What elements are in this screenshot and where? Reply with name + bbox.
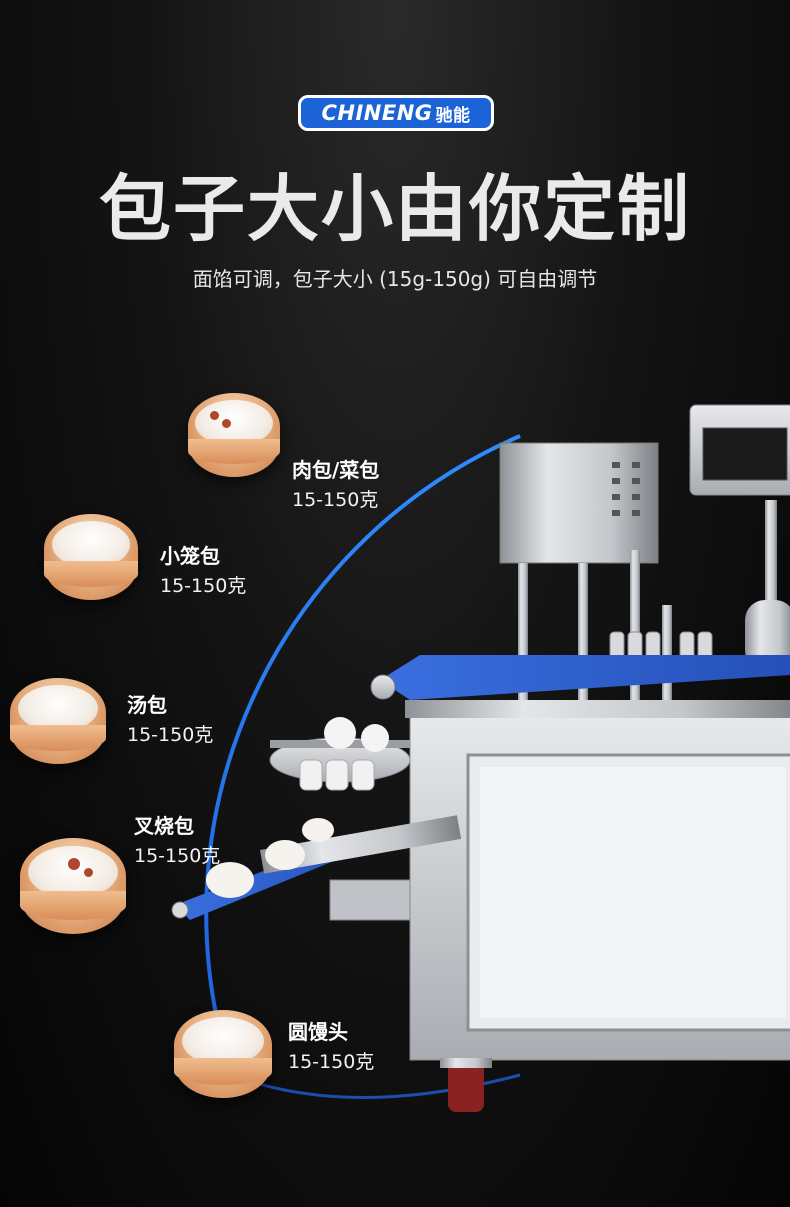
product-name: 叉烧包 xyxy=(134,814,194,838)
product-item-char-siu-bun: 叉烧包 15-150克 xyxy=(134,810,220,868)
meat-vegetable-bun-steamer-icon xyxy=(188,393,280,477)
product-weight: 15-150克 xyxy=(292,489,379,511)
product-item-round-mantou: 圆馒头 15-150克 xyxy=(288,1016,374,1074)
brand-logo-latin: CHINENG xyxy=(321,101,433,125)
page-title: 包子大小由你定制 xyxy=(98,167,691,251)
xiaolongbao-steamer-icon xyxy=(44,514,138,600)
product-item-xiaolongbao: 小笼包 15-150克 xyxy=(160,540,246,598)
product-item-meat-vegetable-bun: 肉包/菜包 15-150克 xyxy=(292,454,379,512)
brand-logo-cn: 驰能 xyxy=(435,105,471,126)
product-weight: 15-150克 xyxy=(134,845,221,867)
product-weight: 15-150克 xyxy=(127,724,214,746)
product-name: 肉包/菜包 xyxy=(292,458,380,482)
product-name: 汤包 xyxy=(127,693,167,717)
brand-logo: CHINENG 驰能 xyxy=(298,95,494,131)
product-name: 圆馒头 xyxy=(288,1020,348,1044)
product-item-soup-dumpling: 汤包 15-150克 xyxy=(127,689,213,747)
char-siu-bun-steamer-icon xyxy=(20,838,126,934)
product-name: 小笼包 xyxy=(160,544,220,568)
product-weight: 15-150克 xyxy=(160,575,247,597)
round-mantou-steamer-icon xyxy=(174,1010,272,1098)
page-subtitle: 面馅可调，包子大小 (15g-150g) 可自由调节 xyxy=(192,267,598,291)
soup-dumpling-steamer-icon xyxy=(10,678,106,764)
product-weight: 15-150克 xyxy=(288,1051,375,1073)
